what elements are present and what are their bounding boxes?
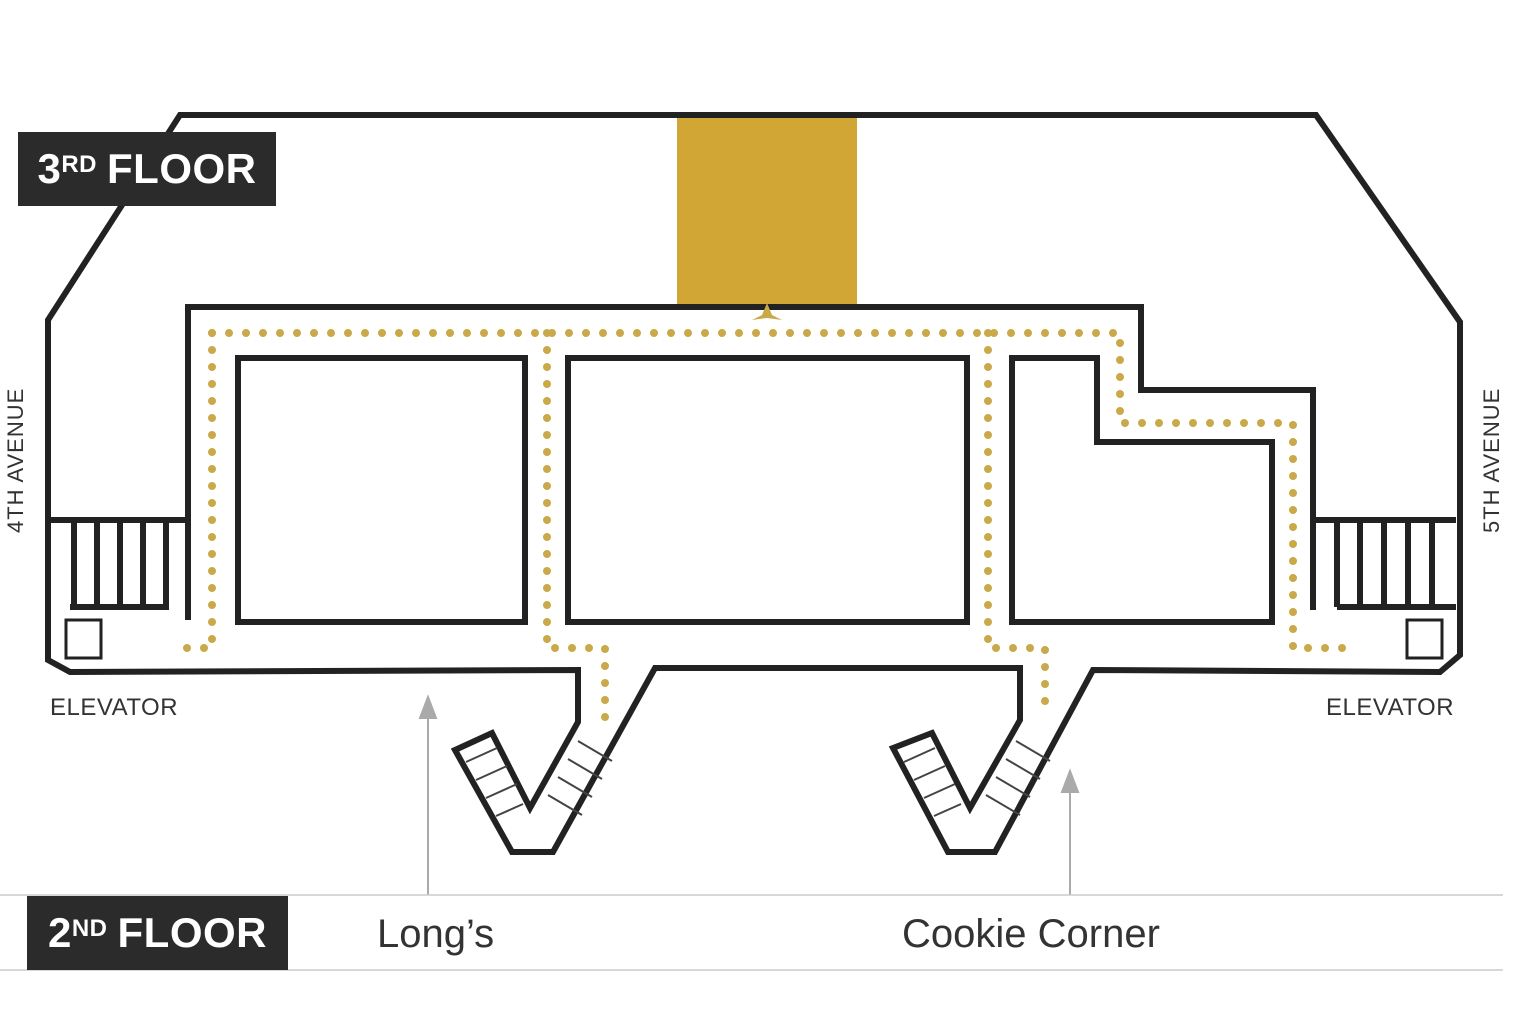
store-room-3[interactable] xyxy=(1009,355,1275,625)
elevator-left-icon xyxy=(64,618,103,660)
stairs-left xyxy=(50,517,185,610)
store-label-cookie-corner[interactable]: Cookie Corner xyxy=(902,912,1160,956)
floor-suffix: RD xyxy=(61,151,98,178)
route-path xyxy=(171,329,1349,722)
store-room-2[interactable] xyxy=(565,355,970,625)
street-label-left: 4TH AVENUE xyxy=(3,387,28,533)
floor-number: 3 xyxy=(37,145,62,192)
store-label-longs[interactable]: Long’s xyxy=(377,912,495,956)
floor-word: FLOOR xyxy=(117,909,267,956)
floor-suffix: ND xyxy=(71,915,108,942)
elevator-label-left: ELEVATOR xyxy=(50,694,179,721)
floor-word: FLOOR xyxy=(107,145,257,192)
highlighted-store[interactable] xyxy=(677,117,857,306)
you-are-here-marker-icon xyxy=(752,303,782,320)
store-room-1[interactable] xyxy=(235,355,528,625)
cookie-arrow-icon xyxy=(1060,768,1080,793)
stairs-right xyxy=(1313,517,1456,610)
outer-wall xyxy=(45,112,1463,855)
corridor-wall xyxy=(185,304,1316,620)
elevator-right-icon xyxy=(1405,618,1444,660)
escalator-treads xyxy=(465,740,1051,817)
street-label-right: 5TH AVENUE xyxy=(1479,387,1504,533)
floor-number: 2 xyxy=(47,909,72,956)
elevator-label-right: ELEVATOR xyxy=(1326,694,1455,721)
longs-arrow-icon xyxy=(418,694,438,719)
